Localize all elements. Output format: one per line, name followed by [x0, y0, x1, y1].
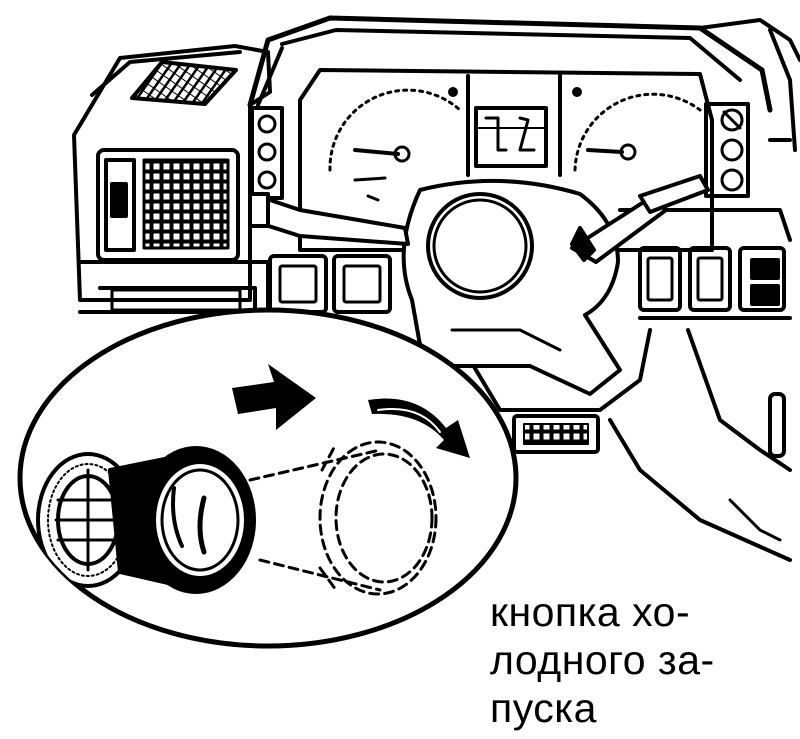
- push-arrow-icon: [232, 364, 316, 430]
- left-stalk: [248, 192, 410, 246]
- rotate-arrow-icon: [368, 398, 470, 458]
- instrument-hood: [247, 15, 773, 113]
- cold-start-button-caption: кнопка хо- лодного за- пуска: [490, 588, 790, 732]
- caption-line-2: лодного за-: [490, 637, 715, 683]
- steering-hub: [426, 192, 534, 300]
- dash-top-shelf: [90, 50, 242, 97]
- right-gauge: [572, 87, 702, 172]
- cold-start-knob: [108, 446, 256, 594]
- right-stalk: [570, 174, 710, 264]
- right-switch-column: [704, 102, 750, 198]
- inset-detail: [17, 307, 519, 649]
- knob-ghost-position: [248, 440, 438, 596]
- dashboard: [72, 15, 800, 562]
- left-gauge: [328, 87, 462, 202]
- steering-wheel: [401, 178, 622, 396]
- top-vent: [130, 60, 238, 106]
- left-switch-column: [250, 106, 284, 200]
- right-switches: [638, 138, 792, 312]
- dash-left-outline: [72, 44, 272, 302]
- center-switches: [268, 254, 392, 314]
- cluster-face: [298, 68, 714, 252]
- caption-line-3: пуска: [490, 685, 597, 731]
- side-vent: [96, 148, 240, 262]
- warning-panel: [474, 106, 548, 168]
- caption-line-1: кнопка хо-: [490, 589, 691, 635]
